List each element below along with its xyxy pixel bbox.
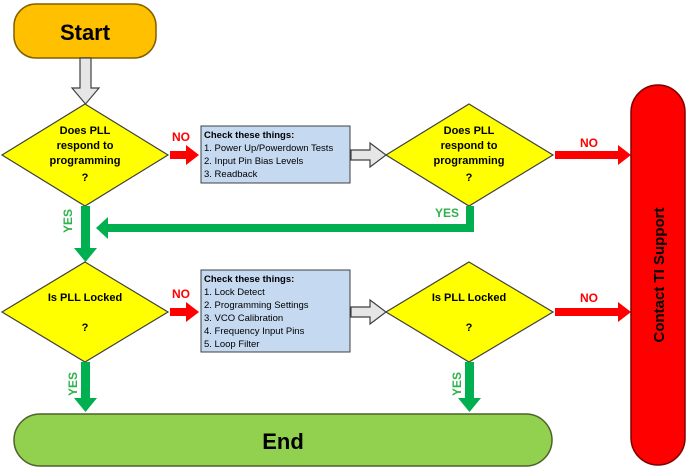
yes-label: YES [61,209,75,233]
check-box-item: 3. Readback [204,169,258,180]
yes-label: YES [450,372,464,396]
no-label: NO [172,130,190,144]
decision-line: respond to [441,140,498,152]
check-box-title: Check these things: [204,274,294,285]
check-box-programming: Check these things: 1. Power Up/Powerdow… [200,125,351,184]
yes-label: YES [435,206,459,220]
arrow-yes-respond-right [96,206,474,239]
decision-line: Does PLL [444,125,495,137]
decision-line: Is PLL Locked [48,292,122,304]
arrow-yes-respond-left [74,206,97,262]
decision-line: programming [50,155,121,167]
check-box-item: 4. Frequency Input Pins [204,326,305,337]
no-label: NO [172,287,190,301]
arrow-no-respond-right [555,145,631,165]
check-box-item: 3. VCO Calibration [204,313,283,324]
decision-line: ? [82,172,89,184]
arrow-no-respond-left [170,145,199,165]
decision-locked-right: Is PLL Locked ? [384,261,555,363]
decision-line: Does PLL [60,125,111,137]
contact-label: Contact TI Support [651,208,668,343]
contact-support-node: Contact TI Support [630,84,686,466]
decision-respond-left: Does PLL respond to programming ? [0,103,170,207]
arrow-box2-to-decision [350,298,387,326]
decision-line: Is PLL Locked [432,292,506,304]
arrow-yes-locked-left [74,362,97,412]
check-box-item: 1. Power Up/Powerdown Tests [204,143,333,154]
arrow-yes-locked-right [458,362,481,412]
check-box-lock: Check these things: 1. Lock Detect 2. Pr… [200,269,351,353]
decision-line: respond to [57,140,114,152]
yes-label: YES [66,372,80,396]
check-box-item: 5. Loop Filter [204,339,259,350]
arrow-start-to-decision [70,57,101,105]
arrow-box1-to-decision [350,141,387,169]
no-label: NO [580,136,598,150]
decision-line: programming [434,155,505,167]
decision-line: ? [82,322,89,334]
no-label: NO [580,291,598,305]
arrow-no-locked-left [170,302,199,322]
arrow-no-locked-right [555,302,631,322]
start-node: Start [13,3,157,59]
start-label: Start [60,20,111,45]
decision-line: ? [466,172,473,184]
check-box-item: 1. Lock Detect [204,287,265,298]
check-box-item: 2. Input Pin Bias Levels [204,156,304,167]
end-label: End [262,429,304,454]
decision-locked-left: Is PLL Locked ? [0,261,170,363]
end-node: End [13,413,553,467]
decision-line: ? [466,322,473,334]
decision-respond-right: Does PLL respond to programming ? [384,103,555,207]
check-box-title: Check these things: [204,130,294,141]
check-box-item: 2. Programming Settings [204,300,309,311]
